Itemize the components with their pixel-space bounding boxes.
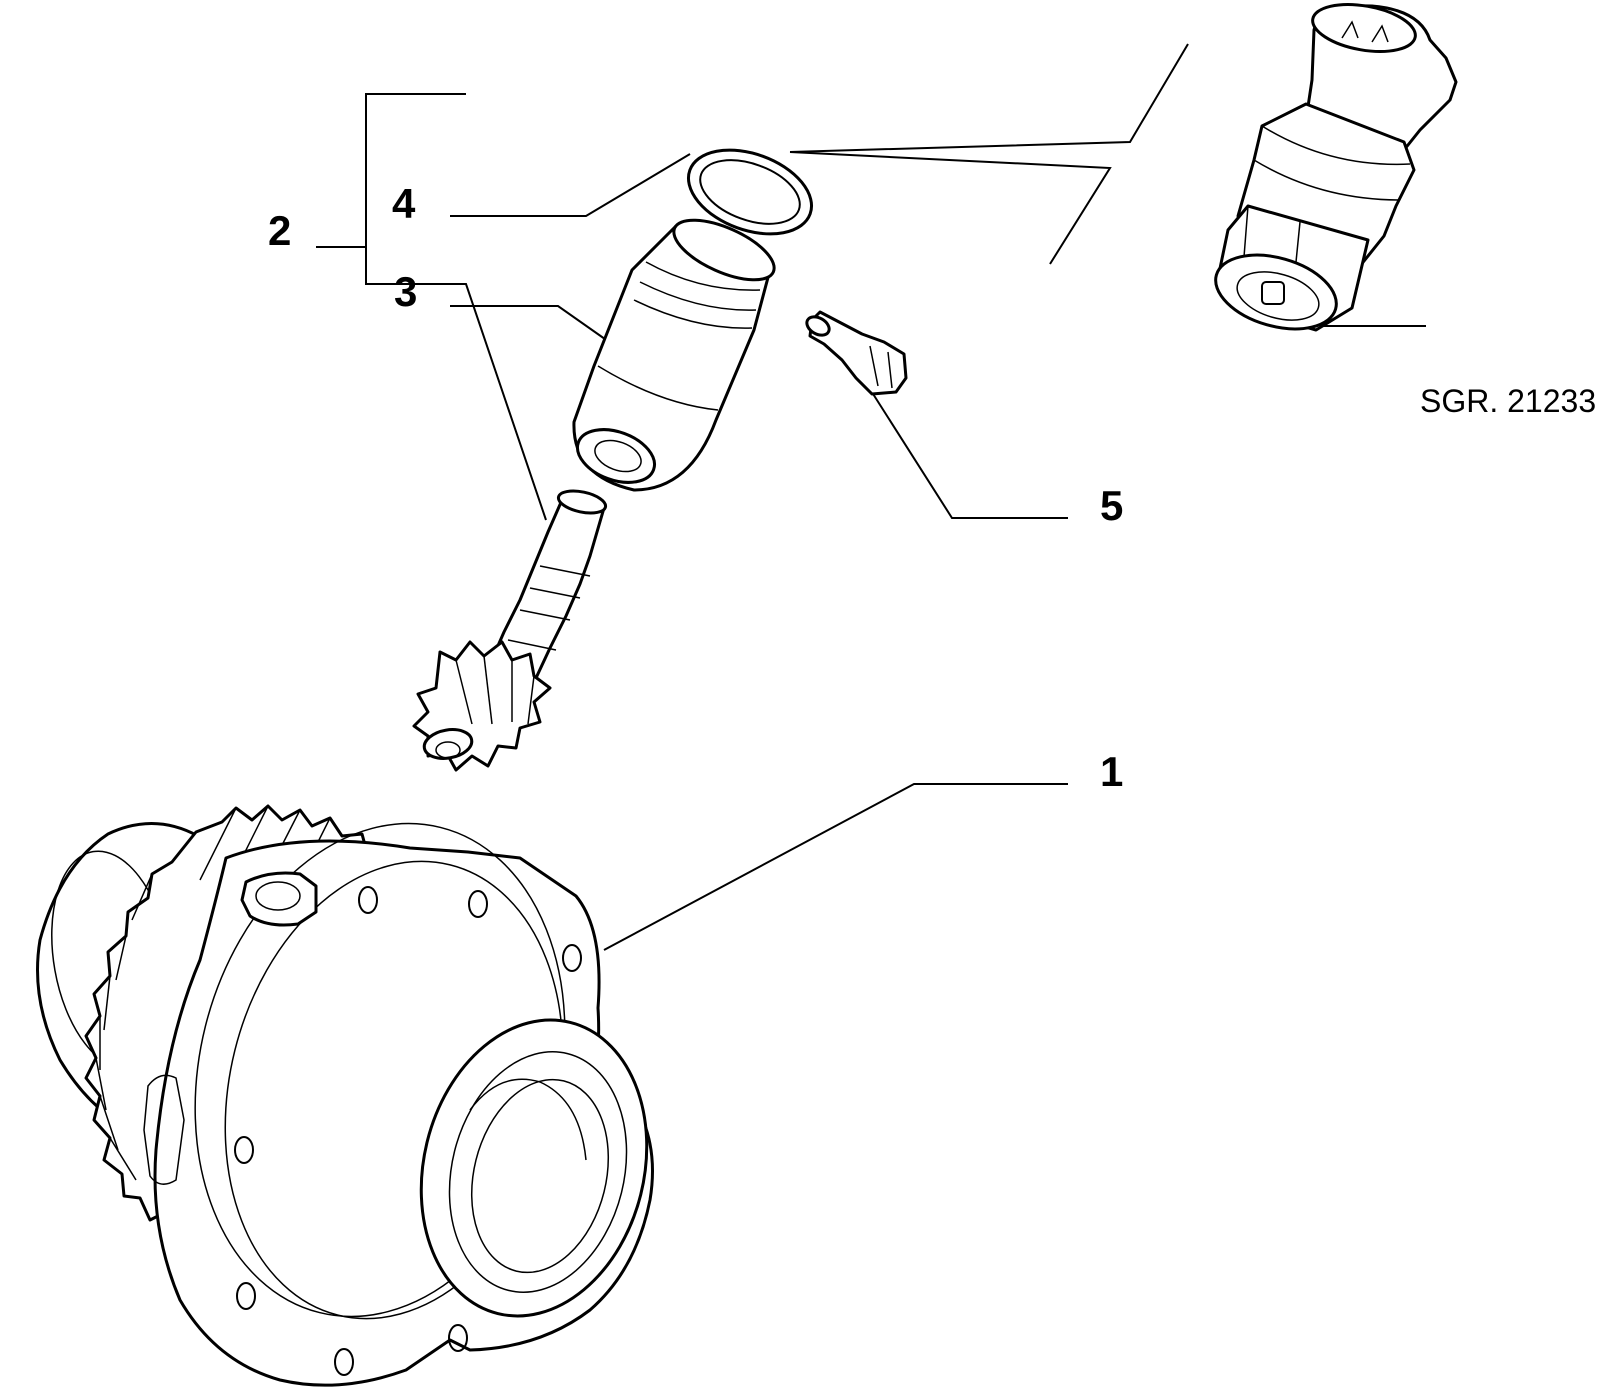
pinion-shaft-part (412, 489, 608, 772)
callout-2: 2 (268, 207, 291, 254)
callout-4: 4 (392, 180, 416, 227)
callout-3: 3 (394, 268, 417, 315)
reference-code: SGR. 21233 (1420, 383, 1596, 419)
sleeve-part (572, 218, 776, 492)
callout-5: 5 (1100, 482, 1123, 529)
callout-1: 1 (1100, 748, 1123, 795)
speed-sensor-part (1214, 3, 1458, 332)
screw-part (805, 310, 908, 396)
differential-housing-part (36, 804, 654, 1387)
o-ring-part (686, 148, 814, 236)
leader-lines (316, 43, 1426, 951)
